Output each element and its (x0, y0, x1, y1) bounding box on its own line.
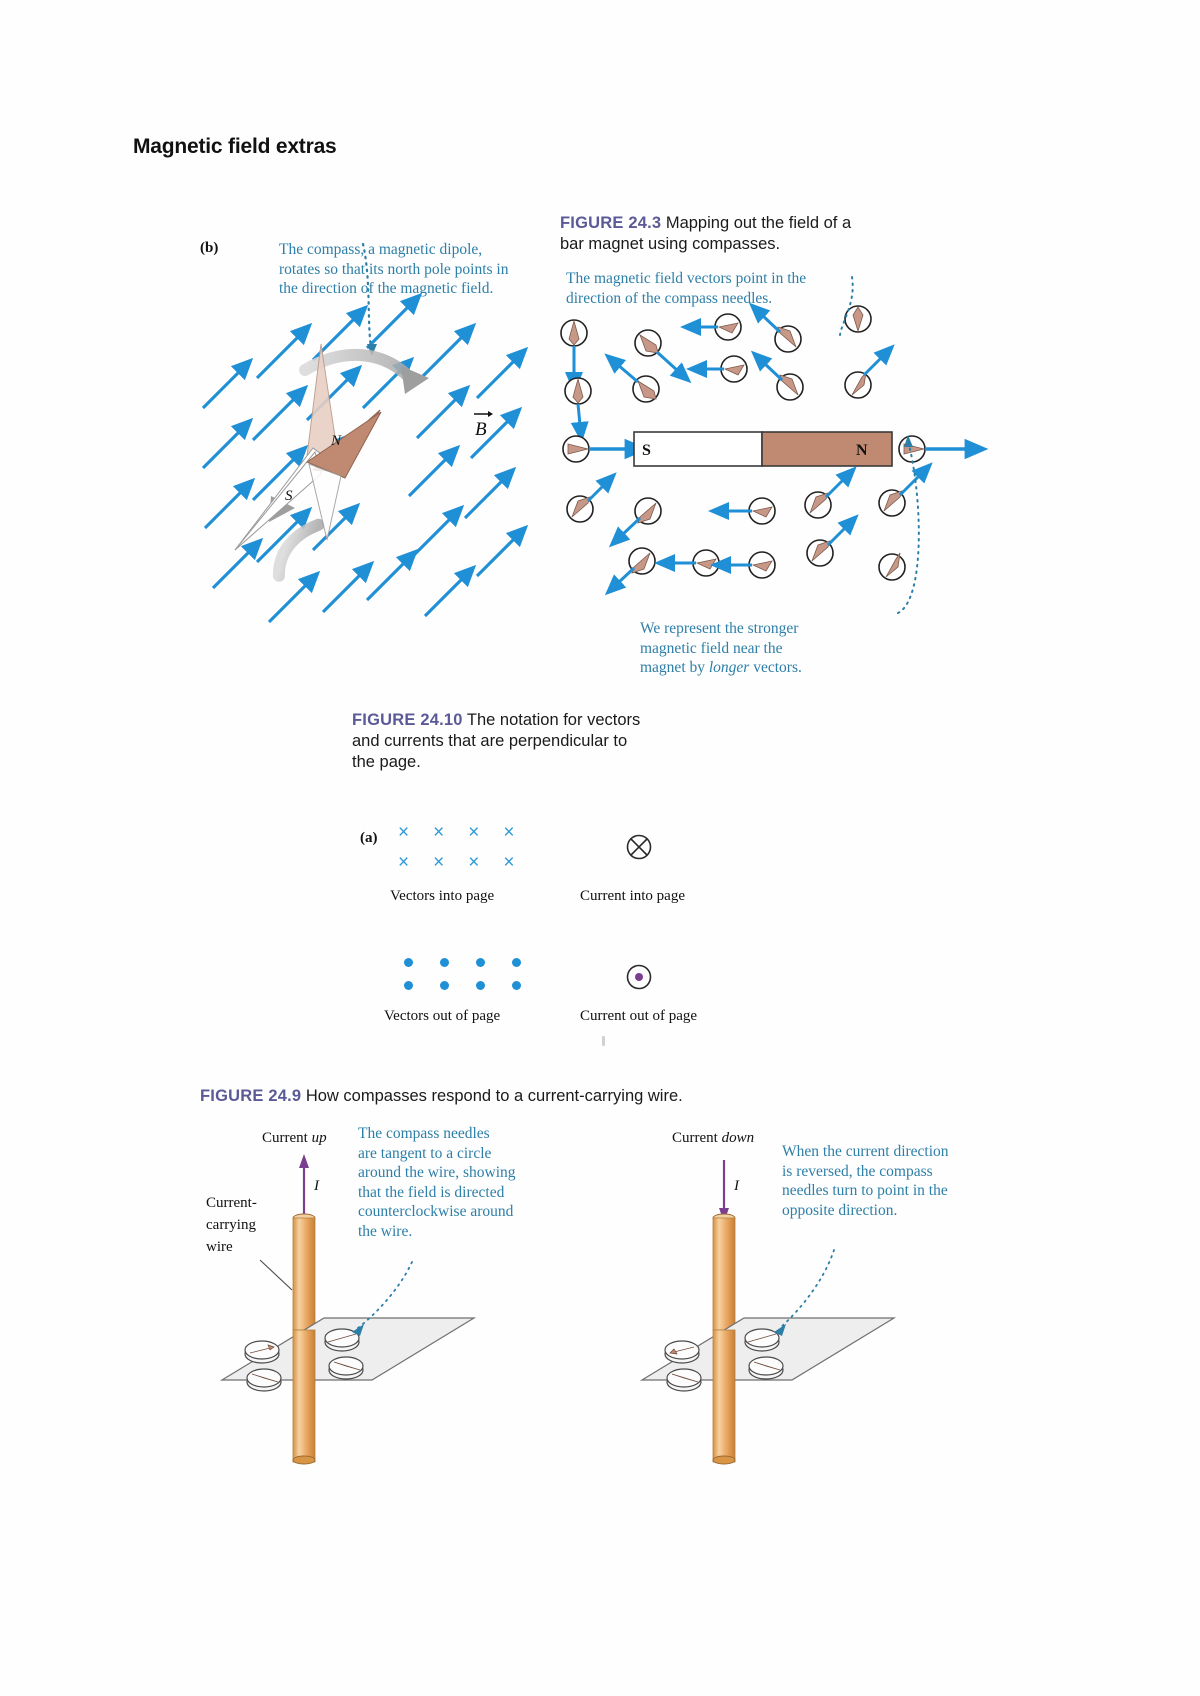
panel-b-graphic: N S B (201, 242, 529, 624)
compass (564, 377, 592, 443)
figure-24-10-caption: FIGURE 24.10 The notation for vectors an… (352, 711, 641, 771)
page-title: Magnetic field extras (133, 135, 337, 158)
current-carrying-wire-label: Current- carrying wire (206, 1195, 257, 1255)
compass (562, 435, 649, 463)
compass (566, 472, 617, 523)
figure-24-9-right: Current down When the current direction … (620, 1120, 1000, 1620)
compass (654, 549, 720, 577)
compass (844, 344, 895, 399)
figure-24-10-tag: (a) (360, 830, 378, 846)
figure-24-9-right-graphic: I (639, 1160, 897, 1465)
current-into-page-label: Current into page (580, 888, 685, 904)
compass (748, 302, 802, 353)
current-up-label: Current up (262, 1130, 327, 1146)
vectors-out-of-page-label: Vectors out of page (384, 1008, 501, 1024)
current-symbol-right: I (733, 1178, 740, 1194)
figure-24-3-graphic: S N (560, 276, 989, 614)
compass (708, 497, 776, 525)
compass (804, 466, 857, 519)
compass (878, 462, 933, 517)
figure-24-9-left-graphic: I (219, 1154, 477, 1465)
figure-24-10: FIGURE 24.10 The notation for vectors an… (352, 710, 772, 1040)
compass (750, 350, 804, 401)
b-field-symbol: B (474, 411, 493, 440)
scan-artifact (602, 1036, 605, 1046)
compass-disc (666, 1368, 702, 1392)
panel-b-south-label: S (285, 488, 293, 504)
compass (878, 552, 906, 581)
current-down-label: Current down (672, 1130, 755, 1146)
compass (604, 547, 656, 596)
compass-disc (328, 1356, 364, 1380)
panel-b-tag: (b) (200, 240, 219, 256)
figure-24-3-top-annotation: The magnetic field vectors point in the … (566, 270, 807, 307)
figure-24-9-caption: FIGURE 24.9 How compasses respond to a c… (200, 1087, 683, 1105)
compass-disc (324, 1328, 360, 1352)
compass (634, 329, 692, 384)
figure-24-10-label: FIGURE 24.10 (352, 711, 463, 729)
compass (604, 353, 660, 403)
figure-24-3-label: FIGURE 24.3 (560, 214, 662, 232)
panel-b-annotation: The compass, a magnetic dipole, rotates … (279, 241, 509, 297)
magnet-north-label: N (856, 442, 868, 459)
vectors-into-page-label: Vectors into page (390, 888, 495, 904)
figure-24-9-label: FIGURE 24.9 (200, 1087, 302, 1105)
compass (806, 514, 859, 567)
panel-b-north-label: N (330, 433, 342, 449)
compass-disc (664, 1340, 700, 1364)
compass (608, 497, 662, 548)
figure-24-3-caption: FIGURE 24.3 Mapping out the field of a b… (560, 214, 852, 253)
magnet-south-label: S (642, 442, 651, 459)
figure-24-9-left: Current up Current- carrying wire The co… (200, 1120, 580, 1620)
compass-disc (246, 1368, 282, 1392)
compass (686, 355, 748, 383)
compass-disc (244, 1340, 280, 1364)
svg-text:B: B (475, 419, 487, 440)
current-into-page-symbol (626, 834, 652, 860)
current-out-of-page-label: Current out of page (580, 1008, 698, 1024)
compass-disc (744, 1328, 780, 1352)
figure-24-9-right-annotation: When the current direction is reversed, … (782, 1143, 949, 1219)
compass (710, 551, 776, 579)
vectors-out-of-page-symbol (404, 958, 524, 990)
figure-24-9-left-annotation: The compass needles are tangent to a cir… (358, 1125, 516, 1240)
vectors-into-page-symbol: ×××× ×××× (398, 822, 515, 873)
compass (560, 319, 588, 393)
compass-disc (748, 1356, 784, 1380)
figure-24-9: FIGURE 24.9 How compasses respond to a c… (200, 1080, 1000, 1640)
compass (844, 305, 872, 333)
panel-b-dipole-in-field: (b) The compass, a magnetic dipole, rota… (195, 230, 555, 650)
figure-24-3-bottom-annotation: We represent the stronger magnetic field… (640, 620, 802, 676)
compass (680, 313, 742, 341)
current-symbol-left: I (313, 1178, 320, 1194)
figure-24-3: FIGURE 24.3 Mapping out the field of a b… (556, 205, 989, 685)
current-out-of-page-symbol (626, 964, 652, 990)
bar-magnet: S N (633, 431, 893, 467)
